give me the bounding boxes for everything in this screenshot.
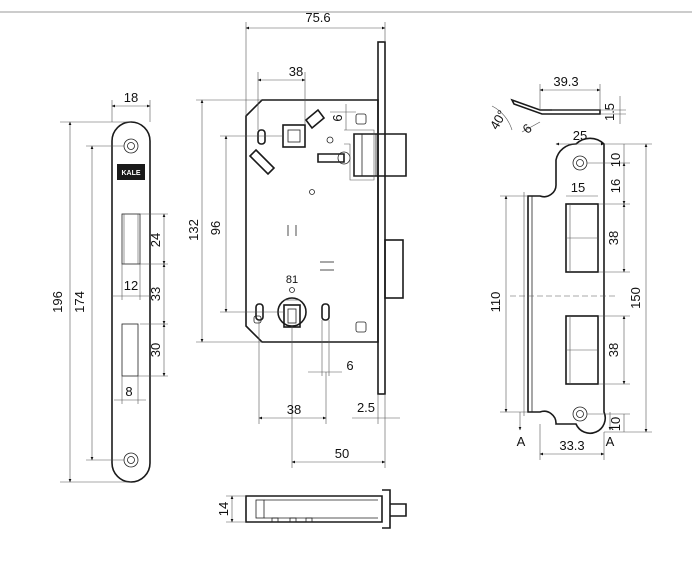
dim-first-slot-offset: 16 bbox=[608, 179, 623, 193]
dim-bolt-slot-height: 30 bbox=[148, 343, 163, 357]
section-label-left: A bbox=[517, 434, 526, 449]
section-label-right: A bbox=[606, 434, 615, 449]
dim-bottom-margin: 10 bbox=[608, 417, 623, 431]
brand-logo-text: KALE bbox=[121, 170, 140, 177]
dim-hole-spacing: 25 bbox=[573, 128, 587, 143]
strike-plate-view: 39.3 40° 6 1.5 25 10 16 15 38 110 150 38… bbox=[487, 74, 652, 460]
dim-bottom-thickness: 14 bbox=[216, 502, 231, 516]
dim-lower-slot-height: 38 bbox=[606, 343, 621, 357]
dim-keyhole-width: 6 bbox=[346, 358, 353, 373]
bottom-view: 14 bbox=[216, 489, 407, 529]
dim-follower-keyhole: 96 bbox=[208, 221, 223, 235]
dim-body-width: 75.6 bbox=[305, 10, 330, 25]
dim-faceplate-width: 18 bbox=[124, 90, 138, 105]
dim-top-margin: 10 bbox=[608, 153, 623, 167]
dim-faceplate-thickness: 2.5 bbox=[357, 400, 375, 415]
dim-bottom-spacing: 38 bbox=[287, 402, 301, 417]
dim-handle-offset: 6 bbox=[330, 114, 345, 121]
dim-slot-width: 15 bbox=[571, 180, 585, 195]
dim-latch-slot-height: 24 bbox=[148, 233, 163, 247]
faceplate-front-view: KALE bbox=[50, 90, 168, 483]
dim-screw-spacing: 174 bbox=[72, 291, 87, 313]
dim-plate-thickness: 1.5 bbox=[602, 103, 617, 121]
dim-upper-slot-height: 38 bbox=[606, 231, 621, 245]
dim-lip-offset: 6 bbox=[520, 120, 535, 136]
lock-body-view: 75.6 38 6 132 96 81 6 38 2.5 50 bbox=[186, 10, 407, 468]
dim-slot-spacing: 33 bbox=[148, 287, 163, 301]
dim-faceplate-length: 196 bbox=[50, 291, 65, 313]
dim-strike-width: 33.3 bbox=[559, 438, 584, 453]
dim-bolt-slot-width: 8 bbox=[125, 384, 132, 399]
dim-total-height: 150 bbox=[628, 287, 643, 309]
dim-latch-slot-width: 12 bbox=[124, 278, 138, 293]
dim-lip-depth: 39.3 bbox=[553, 74, 578, 89]
dim-body-height: 132 bbox=[186, 219, 201, 241]
dim-top-spacing: 38 bbox=[289, 64, 303, 79]
dim-lip-angle: 40° bbox=[487, 107, 510, 132]
dim-inner-height: 110 bbox=[488, 292, 503, 313]
dim-backset: 50 bbox=[335, 446, 349, 461]
dim-keyhole-pin: 81 bbox=[286, 274, 298, 286]
brand-logo bbox=[117, 164, 145, 180]
